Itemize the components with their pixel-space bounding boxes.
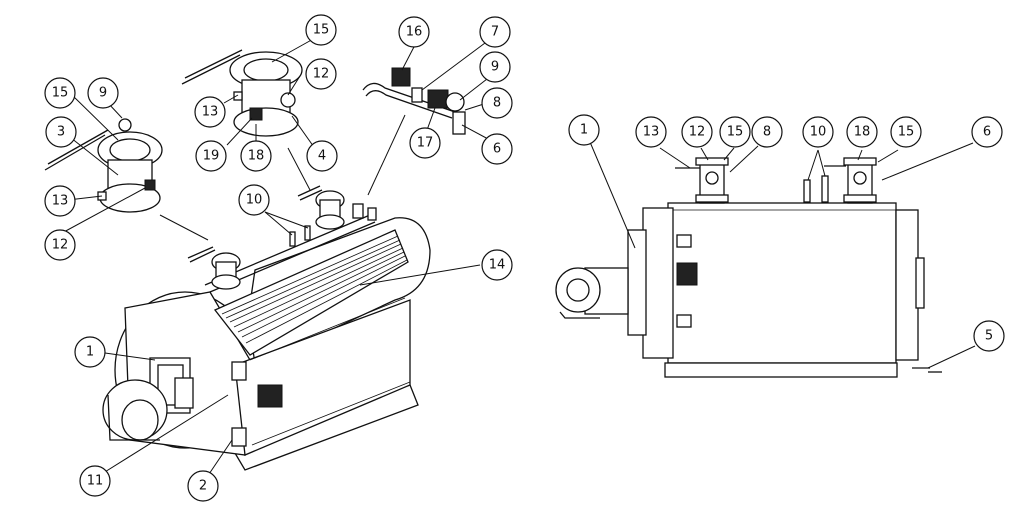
boiler-isometric-view	[102, 185, 431, 471]
svg-text:2: 2	[199, 479, 207, 494]
svg-text:17: 17	[417, 136, 434, 151]
callout-det-a-13: 13	[44, 185, 76, 217]
svg-text:9: 9	[99, 86, 107, 101]
svg-text:6: 6	[983, 125, 991, 140]
top-flange-left	[187, 246, 241, 290]
callout-det-b-13: 13	[194, 96, 226, 128]
callout-det-a-9: 9	[87, 77, 119, 109]
callout-det-b-19: 19	[195, 140, 227, 172]
boiler-side-view	[555, 157, 942, 378]
svg-text:15: 15	[727, 125, 744, 140]
svg-text:13: 13	[643, 125, 660, 140]
callout-det-a-3: 3	[45, 116, 77, 148]
svg-text:12: 12	[313, 67, 330, 82]
svg-text:1: 1	[580, 123, 588, 138]
svg-text:4: 4	[318, 149, 326, 164]
callout-right-18: 18	[846, 116, 878, 148]
callout-right-15a: 15	[719, 116, 751, 148]
svg-text:19: 19	[203, 149, 220, 164]
top-flange-right	[297, 185, 345, 230]
svg-text:12: 12	[689, 125, 706, 140]
svg-text:1: 1	[86, 345, 94, 360]
callout-det-c-7: 7	[479, 16, 511, 48]
callout-det-c-16: 16	[398, 16, 430, 48]
callout-right-5: 5	[973, 320, 1005, 352]
svg-text:10: 10	[246, 193, 263, 208]
svg-text:13: 13	[202, 105, 219, 120]
callout-det-b-12: 12	[305, 58, 337, 90]
svg-text:3: 3	[57, 125, 65, 140]
callout-left-10: 10	[238, 184, 270, 216]
detail-valve-b	[181, 49, 303, 137]
svg-text:18: 18	[248, 149, 265, 164]
svg-text:6: 6	[493, 142, 501, 157]
svg-text:9: 9	[491, 60, 499, 75]
callout-right-10: 10	[802, 116, 834, 148]
svg-text:13: 13	[52, 194, 69, 209]
svg-text:8: 8	[763, 125, 771, 140]
callout-det-c-6: 6	[481, 133, 513, 165]
callout-right-15b: 15	[890, 116, 922, 148]
svg-text:11: 11	[87, 474, 104, 489]
svg-text:10: 10	[810, 125, 827, 140]
svg-text:8: 8	[493, 96, 501, 111]
callout-det-b-15: 15	[305, 14, 337, 46]
callout-right-13: 13	[635, 116, 667, 148]
callout-left-14: 14	[481, 249, 513, 281]
callout-det-b-4: 4	[306, 140, 338, 172]
callout-left-11: 11	[79, 465, 111, 497]
callout-right-12: 12	[681, 116, 713, 148]
callout-det-a-12: 12	[44, 229, 76, 261]
svg-text:5: 5	[985, 329, 993, 344]
callout-left-1: 1	[74, 336, 106, 368]
callout-det-c-8: 8	[481, 87, 513, 119]
detail-valve-a	[44, 118, 163, 213]
svg-text:15: 15	[52, 86, 69, 101]
svg-text:7: 7	[491, 25, 499, 40]
callout-det-a-15: 15	[44, 77, 76, 109]
callout-det-b-18: 18	[240, 140, 272, 172]
svg-text:16: 16	[406, 25, 423, 40]
svg-text:18: 18	[854, 125, 871, 140]
svg-text:15: 15	[898, 125, 915, 140]
callout-right-8: 8	[751, 116, 783, 148]
callout-right-6: 6	[971, 116, 1003, 148]
callout-right-1: 1	[568, 114, 600, 146]
svg-text:15: 15	[313, 23, 330, 38]
svg-text:12: 12	[52, 238, 69, 253]
detail-pipe-c	[362, 67, 466, 135]
callout-det-c-17: 17	[409, 127, 441, 159]
svg-text:14: 14	[489, 258, 506, 273]
callout-left-2: 2	[187, 470, 219, 502]
callout-det-c-9: 9	[479, 51, 511, 83]
